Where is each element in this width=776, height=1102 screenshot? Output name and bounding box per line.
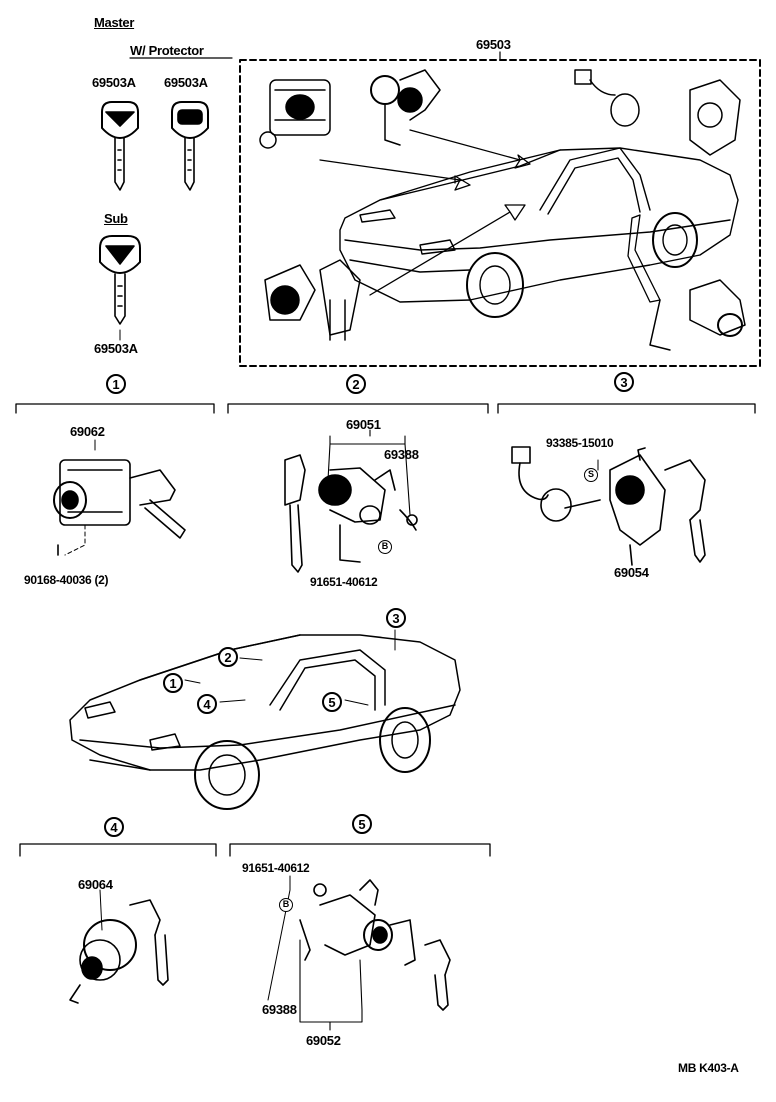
section-marker-5: 5	[352, 814, 372, 834]
sub-key-icon	[99, 235, 141, 341]
car-callout-5: 5	[322, 692, 342, 712]
lock-sketches-top	[259, 69, 746, 351]
section-marker-2: 2	[346, 374, 366, 394]
section-marker-1: 1	[106, 374, 126, 394]
master-key-part-number: 69503A	[92, 75, 136, 90]
sub-heading: Sub	[104, 211, 128, 226]
car-callout-1: 1	[163, 673, 183, 693]
car-callout-3: 3	[386, 608, 406, 628]
part-number-69054: 69054	[614, 565, 649, 580]
car-callout-2: 2	[218, 647, 238, 667]
sub-marker-s: S	[584, 468, 598, 482]
part-number-69388-b: 69388	[262, 1002, 297, 1017]
section-marker-3: 3	[614, 372, 634, 392]
section-4-lock-sketch	[69, 889, 169, 1004]
section-1-lock-sketch	[53, 439, 186, 556]
protector-heading: W/ Protector	[130, 43, 204, 58]
part-number-69388: 69388	[384, 447, 419, 462]
section-5-lock-sketch	[267, 875, 451, 1031]
part-number-69062: 69062	[70, 424, 105, 439]
part-number-93385-15010: 93385-15010	[546, 436, 614, 450]
section-marker-4: 4	[104, 817, 124, 837]
part-number-bolt: 90168-40036 (2)	[24, 573, 109, 587]
part-number-69051: 69051	[346, 417, 381, 432]
master-key-icon	[101, 101, 139, 191]
sub-key-part-number: 69503A	[94, 341, 138, 356]
sub-marker-b-2: B	[279, 898, 293, 912]
protector-key-part-number: 69503A	[164, 75, 208, 90]
sub-marker-b: B	[378, 540, 392, 554]
figure-code: MB K403-A	[678, 1061, 739, 1075]
car-callout-4: 4	[197, 694, 217, 714]
section-2-lock-sketch	[284, 429, 418, 573]
section-3-lock-sketch	[511, 446, 706, 566]
part-number-91651-40612-b: 91651-40612	[242, 861, 310, 875]
car-illustration-middle	[69, 629, 461, 810]
part-number-69052: 69052	[306, 1033, 341, 1048]
part-number-91651-40612: 91651-40612	[310, 575, 378, 589]
set-part-number: 69503	[476, 37, 511, 52]
arrows-top	[319, 129, 661, 303]
car-illustration-top	[339, 147, 739, 318]
master-heading: Master	[94, 15, 135, 30]
part-number-69064: 69064	[78, 877, 113, 892]
protector-key-icon	[171, 101, 209, 191]
